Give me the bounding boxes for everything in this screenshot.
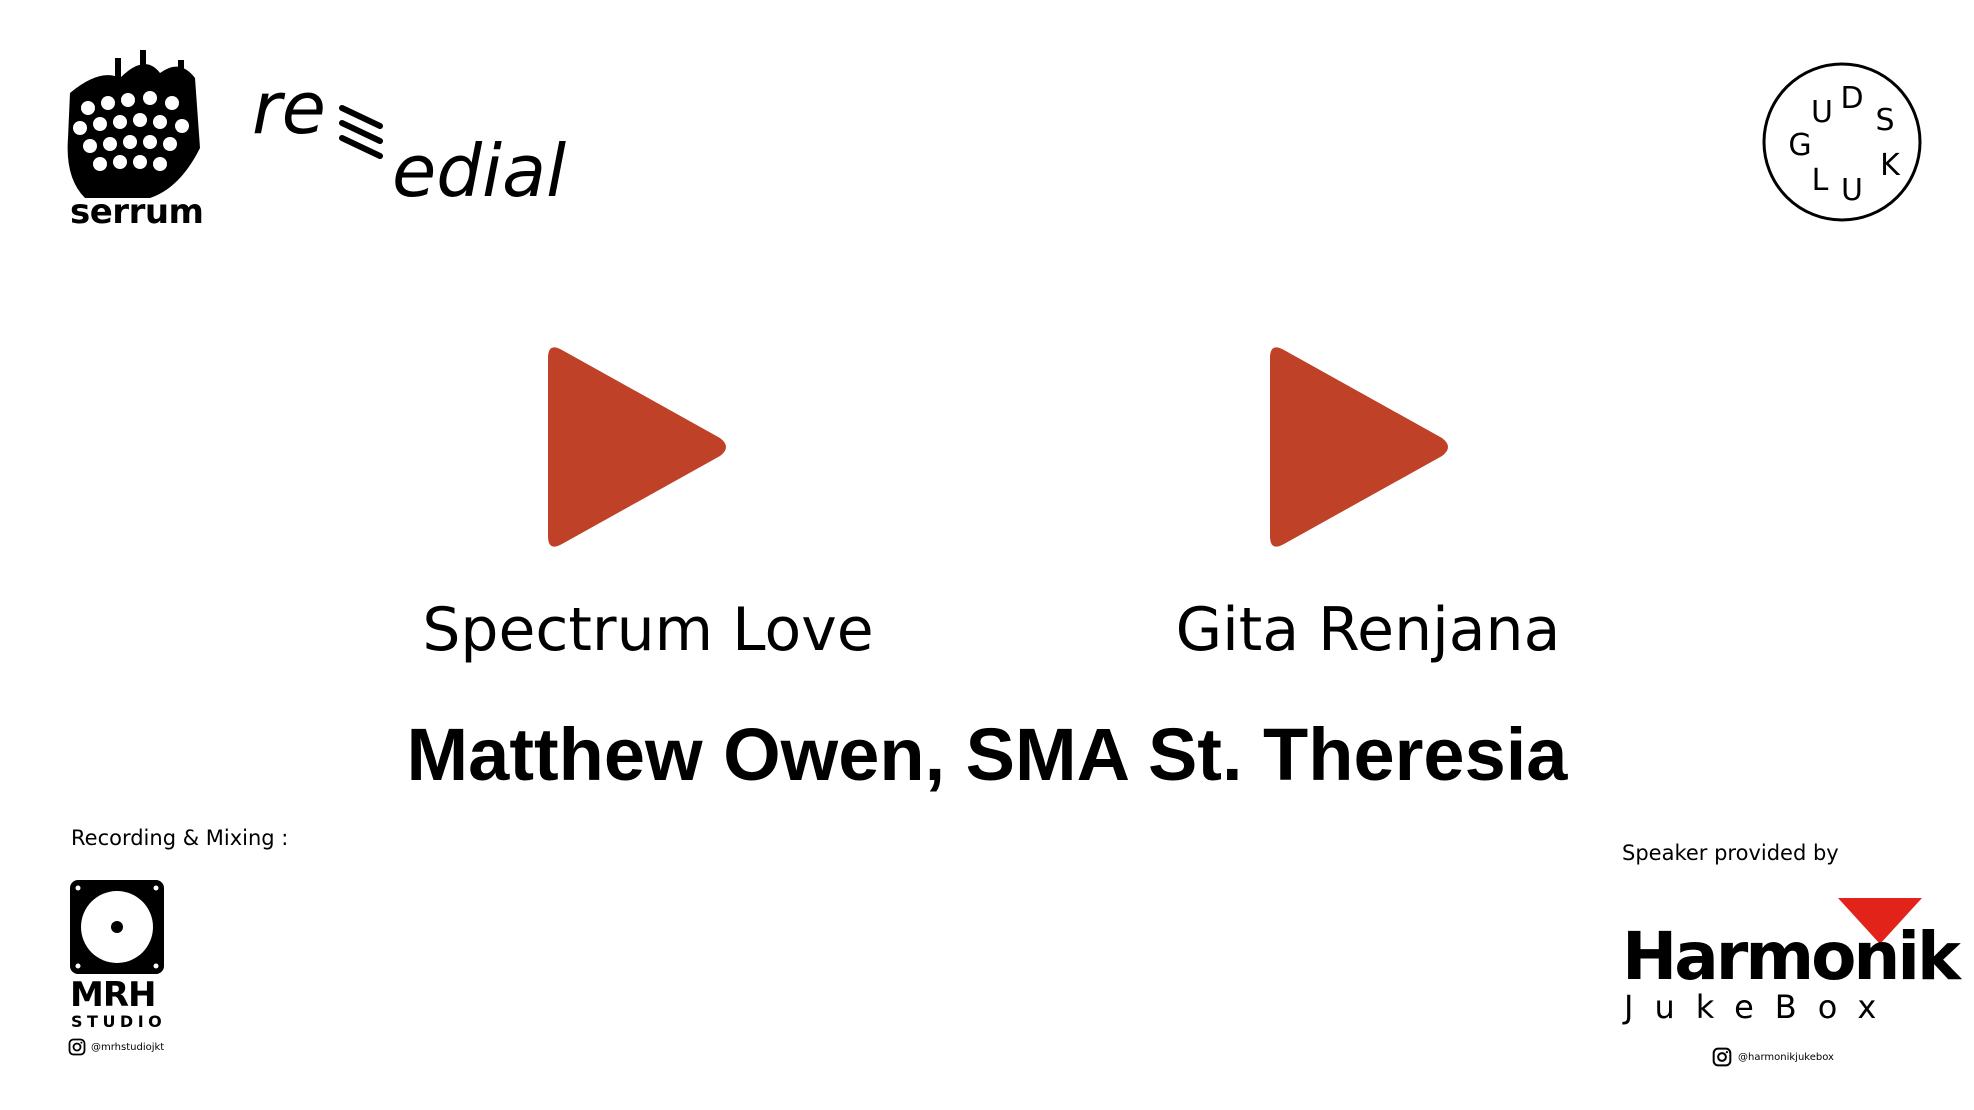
mrh-instagram-handle: @mrhstudiojkt (91, 1041, 165, 1053)
play-spectrum-love-button[interactable] (538, 340, 733, 555)
remedial-logo: re edial (252, 78, 566, 213)
svg-text:G: G (1788, 128, 1811, 163)
instagram-icon (68, 1038, 86, 1056)
recording-label: Recording & Mixing : (71, 826, 289, 850)
serrum-logo (67, 50, 200, 198)
speaker-label: Speaker provided by (1622, 841, 1839, 865)
performer-title: Matthew Owen, SMA St. Theresia (406, 713, 1568, 796)
serrum-wordmark: serrum (70, 192, 204, 232)
gudskul-logo: G U D S K U L (1762, 62, 1922, 222)
play-icon (548, 347, 726, 547)
mrh-instagram-link[interactable]: @mrhstudiojkt (68, 1038, 164, 1056)
svg-text:D: D (1840, 81, 1863, 116)
svg-text:U: U (1841, 173, 1863, 208)
svg-text:K: K (1880, 148, 1901, 183)
harmonik-instagram-handle: @harmonikjukebox (1738, 1051, 1834, 1063)
play-icon (1270, 347, 1448, 547)
svg-text:re: re (252, 78, 326, 150)
track-title-gita-renjana: Gita Renjana (1175, 595, 1561, 665)
harmonik-instagram-link[interactable]: @harmonikjukebox (1712, 1047, 1834, 1067)
mrh-studio-name: MRH (70, 975, 156, 1015)
harmonik-sub: JukeBox (1624, 988, 1898, 1026)
play-gita-renjana-button[interactable] (1260, 340, 1455, 555)
harmonik-brand: Harmonik (1622, 918, 1961, 995)
mrh-studio-logo (70, 880, 164, 974)
harmonik-triangle-icon (1838, 898, 1922, 944)
svg-text:U: U (1811, 95, 1833, 130)
svg-text:L: L (1812, 163, 1829, 198)
track-title-spectrum-love: Spectrum Love (422, 595, 874, 665)
mrh-studio-sub: STUDIO (71, 1012, 167, 1031)
instagram-icon (1712, 1047, 1732, 1067)
svg-text:S: S (1875, 103, 1894, 138)
svg-text:edial: edial (392, 129, 566, 213)
